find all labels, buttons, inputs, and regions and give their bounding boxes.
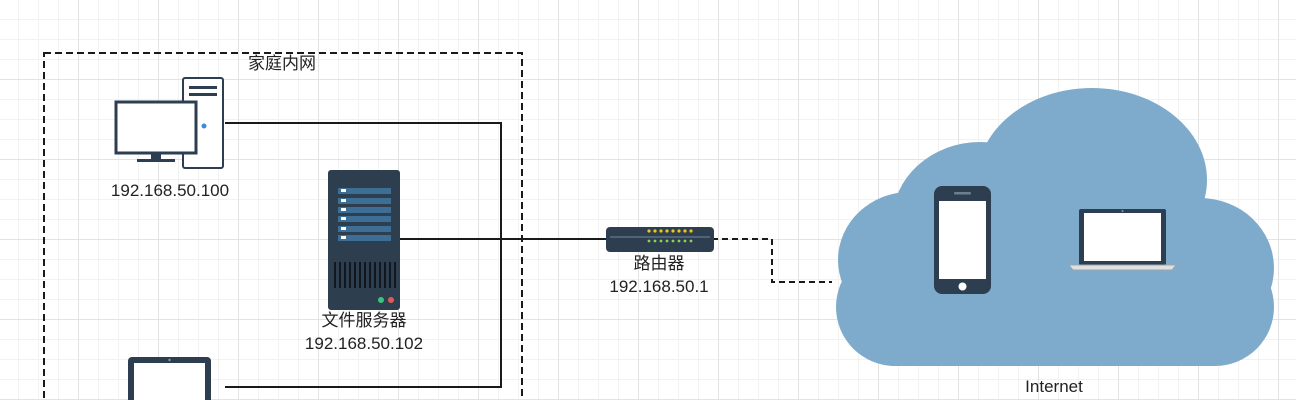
smartphone-icon[interactable]	[934, 186, 991, 294]
router-internet-link	[712, 238, 832, 283]
router-icon[interactable]	[606, 227, 714, 252]
internet-label: Internet	[1025, 377, 1083, 396]
cloud-laptop-icon[interactable]	[1067, 209, 1178, 271]
home-network-boundary	[43, 52, 523, 400]
file-server-name-label: 文件服务器	[321, 311, 407, 330]
laptop-router-link	[225, 239, 502, 388]
cloud-icon	[836, 88, 1274, 366]
desktop-router-link	[225, 122, 608, 240]
laptop-icon[interactable]	[128, 357, 211, 400]
router-name-label: 路由器	[633, 254, 685, 273]
router-ip-label: 192.168.50.1	[609, 277, 709, 296]
server-icon[interactable]	[328, 170, 400, 310]
desktop-ip-label: 192.168.50.100	[110, 181, 230, 200]
file-server-ip-label: 192.168.50.102	[304, 334, 424, 353]
desktop-computer-icon[interactable]	[114, 77, 224, 169]
home-network-title: 家庭内网	[248, 54, 316, 73]
